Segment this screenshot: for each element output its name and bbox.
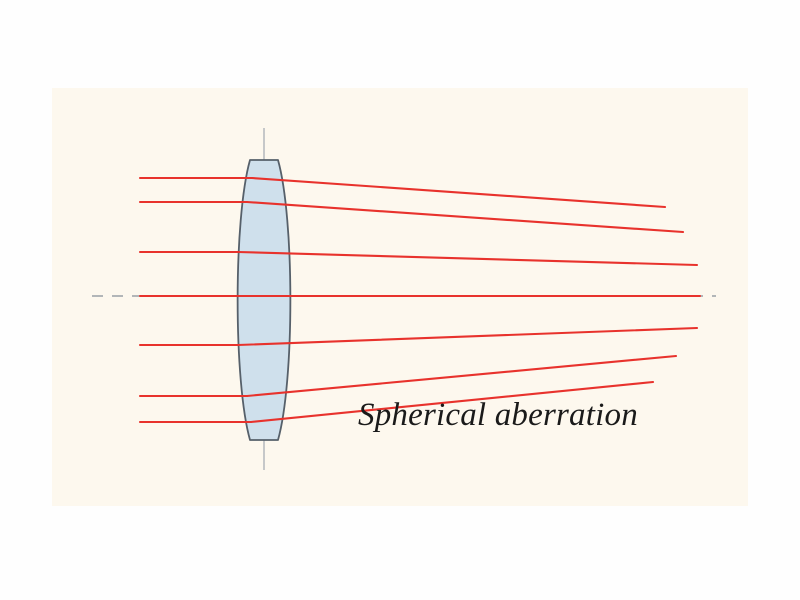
refracted-rays-group: [232, 176, 702, 424]
lens-group: [236, 128, 292, 470]
biconvex-lens-shape: [236, 159, 292, 441]
ray-6-lower-mid-refracted: [245, 354, 678, 398]
incoming-rays-group: [138, 176, 254, 424]
ray-3-upper-inner-refracted: [236, 250, 699, 267]
ray-7-lower-outer-refracted: [249, 380, 655, 424]
ray-5-lower-inner-refracted: [236, 326, 699, 347]
figure-caption: Spherical aberration: [358, 397, 638, 433]
ray-2-upper-mid-refracted: [245, 200, 685, 234]
ray-1-upper-outer-refracted: [250, 176, 667, 209]
